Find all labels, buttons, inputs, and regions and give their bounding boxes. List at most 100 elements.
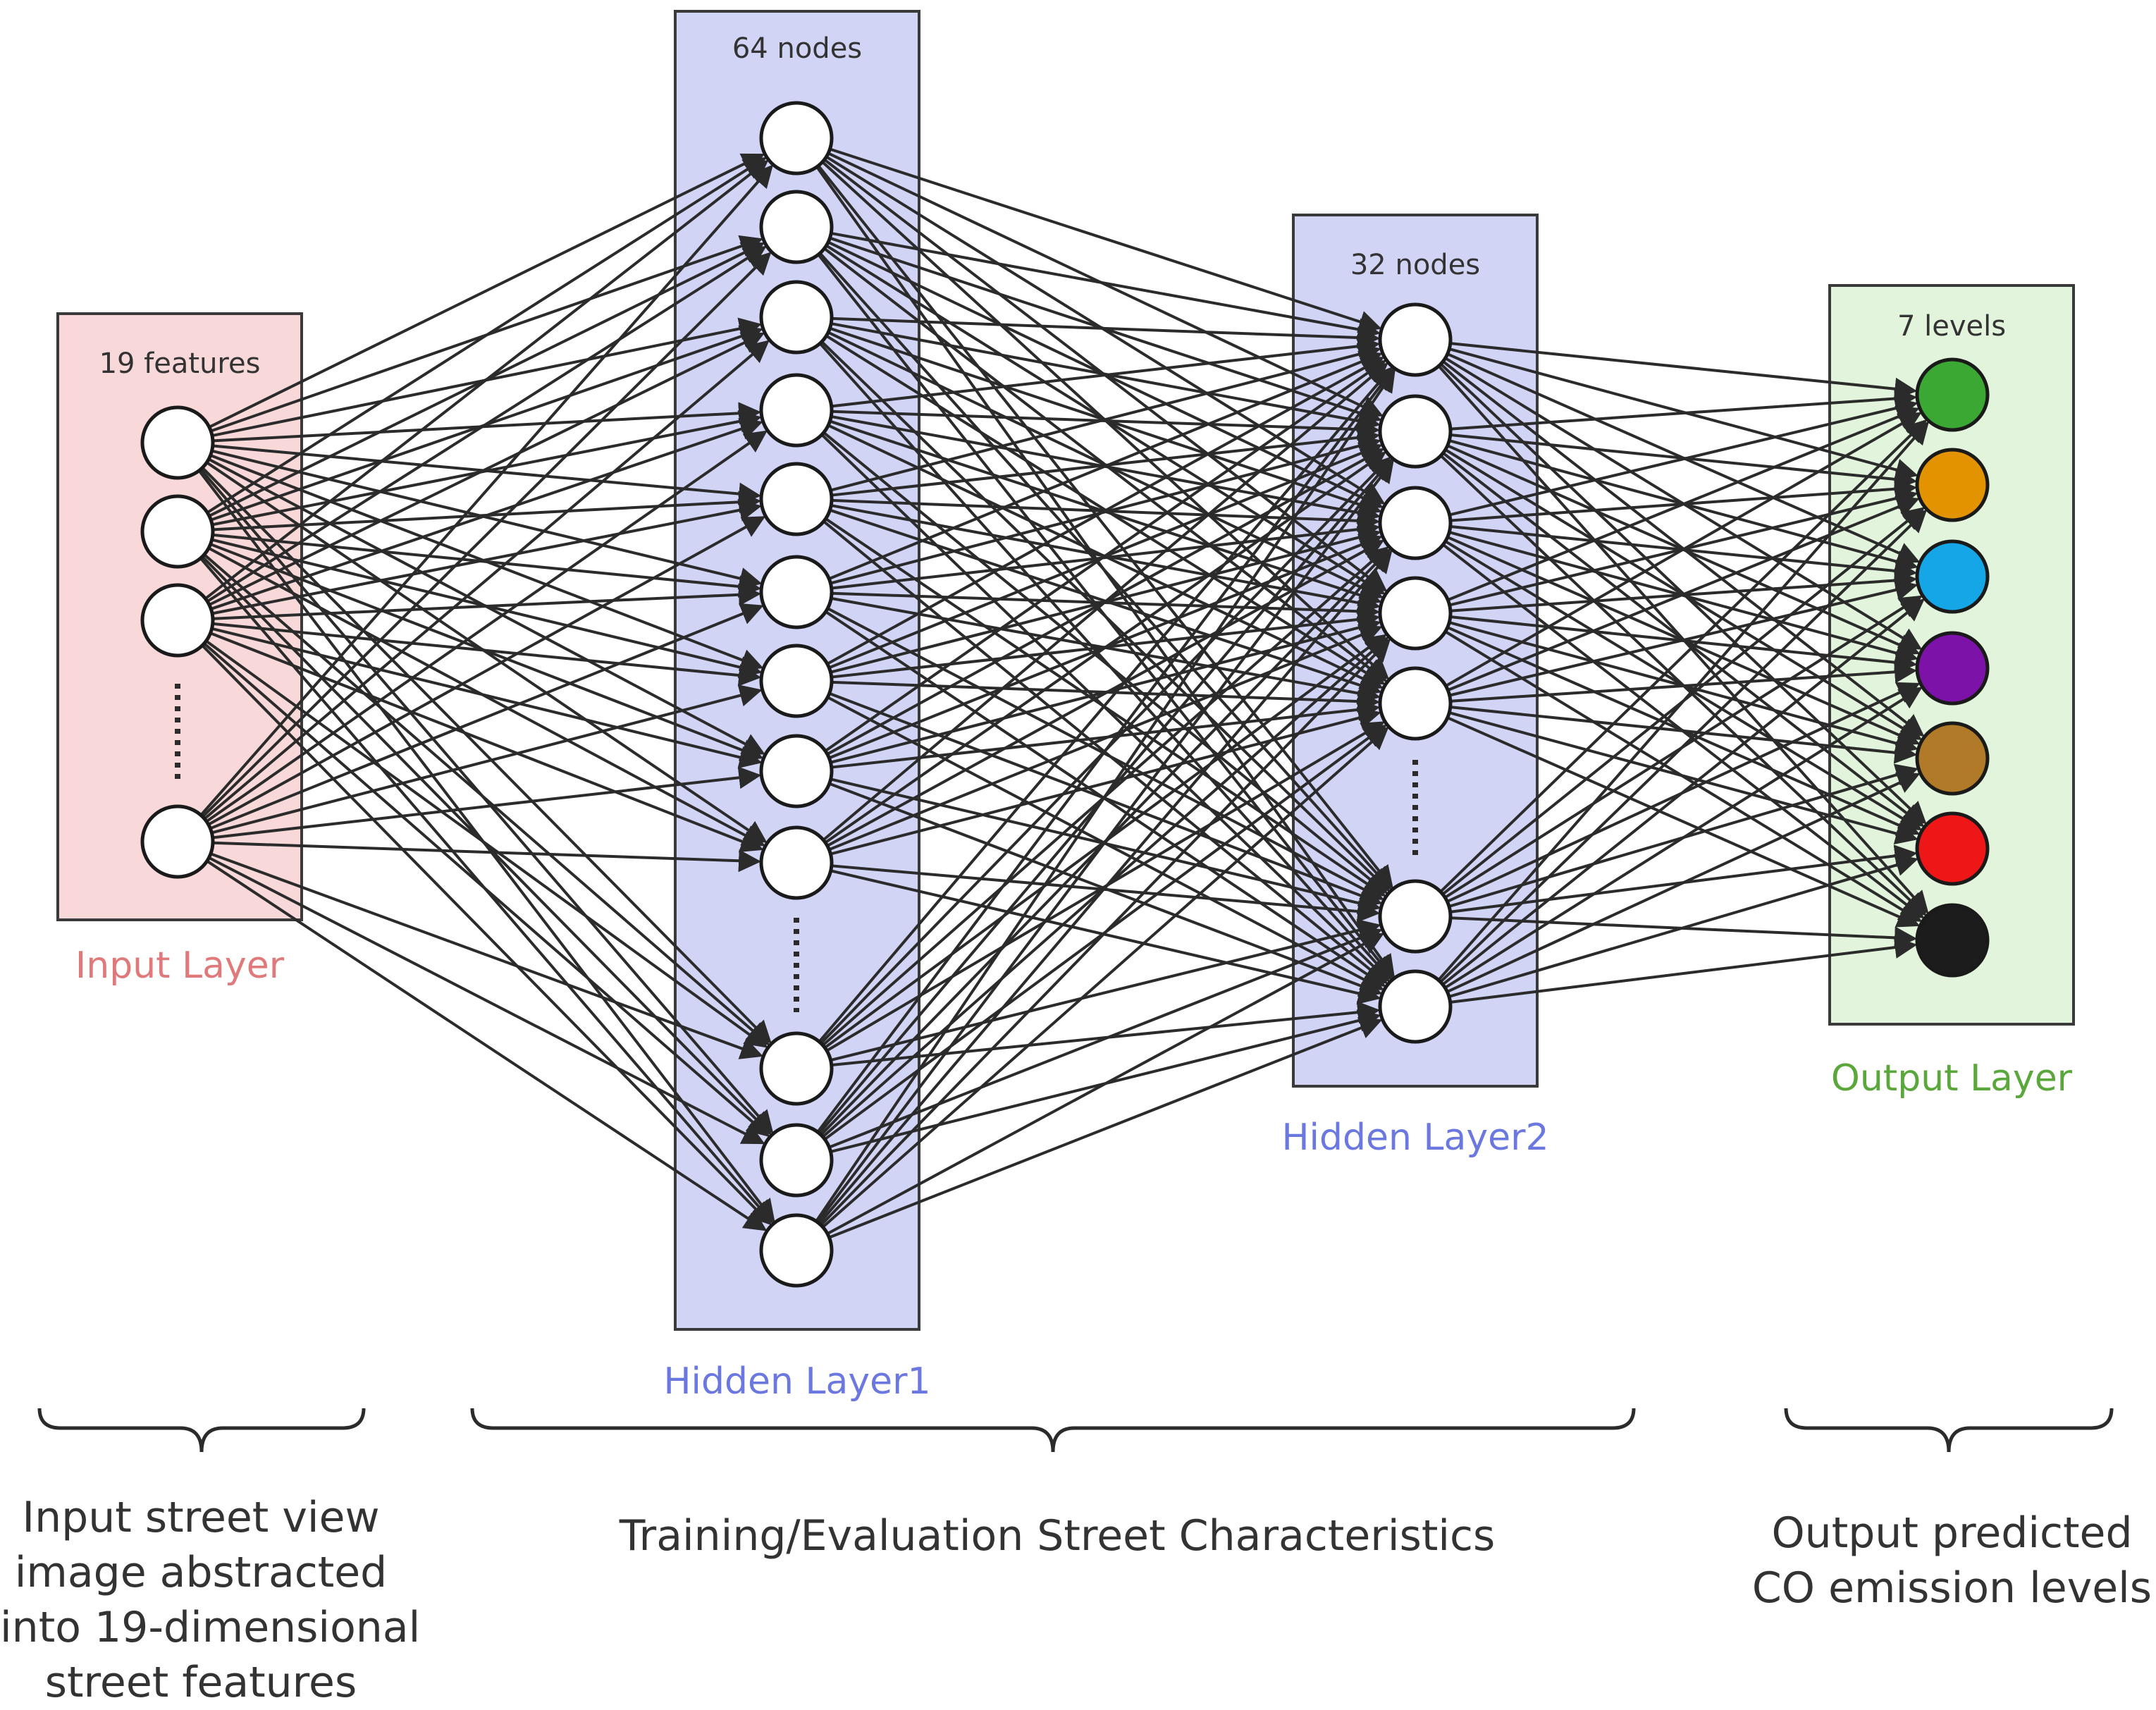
training-brace [470, 1408, 1636, 1453]
connection-edge [816, 459, 1394, 1224]
connection-edge [212, 533, 762, 598]
training-caption-line-1: Training/Evaluation Street Characteristi… [619, 1511, 1496, 1561]
connection-edge [827, 933, 1385, 1236]
output-brace [1784, 1408, 2114, 1453]
connection-edge [1447, 496, 1920, 692]
connection-edge [830, 343, 1381, 492]
connection-edge [209, 332, 765, 606]
hidden1-count-label: 64 nodes [732, 32, 863, 65]
connection-edge [824, 359, 1386, 753]
hidden2-node-7 [1378, 969, 1453, 1044]
connection-edge [828, 351, 1383, 580]
connection-edge [822, 362, 1388, 842]
connection-edge [207, 156, 767, 514]
hidden2-node-4 [1378, 576, 1453, 651]
hidden1-node-4 [759, 373, 834, 448]
connection-edge [206, 859, 768, 1231]
connection-edge [826, 357, 1385, 665]
input-node-3 [140, 583, 215, 658]
input-layer-name: Input Layer [75, 945, 285, 987]
hidden2-node-6 [1378, 879, 1453, 954]
connection-edge [1439, 509, 1928, 983]
training-caption: Training/Evaluation Street Characteristi… [493, 1508, 1621, 1563]
connection-edge [1449, 397, 1918, 517]
output-node-1 [1915, 357, 1990, 432]
connection-edge [1450, 387, 1918, 431]
connection-edge [830, 919, 1381, 1062]
hidden1-node-8 [759, 734, 834, 808]
hidden1-node-1 [759, 101, 834, 176]
input-caption-line-1: Input street view [22, 1493, 380, 1542]
neuron-nodes [140, 101, 1990, 1288]
output-count-label: 7 levels [1897, 310, 2007, 343]
connection-edge [818, 252, 1392, 890]
connection-edge [208, 153, 765, 429]
connection-edge [1445, 412, 1922, 687]
connection-edge [1446, 716, 1921, 928]
hidden1-node-7 [759, 644, 834, 718]
hidden1-node-2 [759, 190, 834, 264]
connection-edge [212, 622, 762, 687]
connection-edge [816, 367, 1394, 1133]
output-caption: Output predicted CO emission levels [1748, 1506, 2156, 1616]
hidden1-node-12 [759, 1213, 834, 1288]
connection-edge [822, 727, 1389, 1229]
connection-edge [208, 856, 765, 1145]
hidden2-node-2 [1378, 394, 1453, 469]
connection-edge [210, 852, 764, 1059]
connection-edge [1448, 711, 1918, 845]
connection-edge [202, 252, 772, 818]
braces [37, 1408, 2114, 1453]
connection-edge [1439, 419, 1928, 893]
connection-edge [820, 638, 1391, 1226]
hidden-layer2-name: Hidden Layer2 [1281, 1117, 1549, 1159]
connection-edge [212, 402, 762, 443]
connection-edge [203, 340, 770, 820]
output-node-3 [1915, 539, 1990, 614]
connection-edge [207, 245, 767, 603]
hidden1-node-11 [759, 1123, 834, 1198]
connection-edge [830, 231, 1381, 341]
connection-edge [1446, 772, 1921, 993]
hidden1-node-6 [759, 555, 834, 629]
output-caption-line-2: CO emission levels [1751, 1563, 2152, 1613]
connection-edge [203, 553, 770, 1046]
output-layer-name: Output Layer [1830, 1057, 2073, 1100]
input-caption-line-4: street features [44, 1658, 357, 1707]
connection-edge [1444, 687, 1923, 990]
hidden2-count-label: 32 nodes [1350, 249, 1481, 281]
connection-edge [815, 369, 1396, 1222]
connection-edge [209, 632, 764, 852]
connection-edge [212, 583, 762, 620]
hidden1-node-9 [759, 825, 834, 900]
connection-edge [211, 684, 763, 835]
connection-edge [211, 627, 763, 769]
input-node-4 [140, 804, 215, 879]
connection-edge [818, 367, 1393, 1043]
input-caption: Input street view image abstracted into … [0, 1490, 421, 1710]
connection-edge [199, 164, 773, 816]
output-node-6 [1915, 811, 1990, 886]
input-node-1 [140, 405, 215, 480]
connection-edge [211, 499, 762, 615]
connection-edge [823, 431, 1388, 894]
connection-edge [1450, 936, 1918, 1004]
connection-edge [212, 766, 762, 839]
connection-edge [211, 410, 762, 527]
output-node-7 [1915, 903, 1990, 978]
connection-edge [817, 164, 1393, 889]
connection-edge [205, 430, 768, 823]
connection-edge [1441, 598, 1925, 986]
connection-edge [828, 927, 1383, 1149]
hidden1-node-3 [759, 280, 834, 355]
hidden-layer1-name: Hidden Layer1 [663, 1360, 931, 1403]
connection-edge [209, 603, 764, 830]
connection-edge [1450, 660, 1918, 703]
hidden1-node-5 [759, 462, 834, 536]
connection-edge [1449, 579, 1918, 697]
ellipsis-dots [175, 684, 1418, 1012]
connection-edge [210, 418, 763, 610]
input-caption-line-3: into 19-dimensional [0, 1603, 421, 1652]
hidden2-node-5 [1378, 666, 1453, 741]
connection-edge [828, 624, 1383, 851]
